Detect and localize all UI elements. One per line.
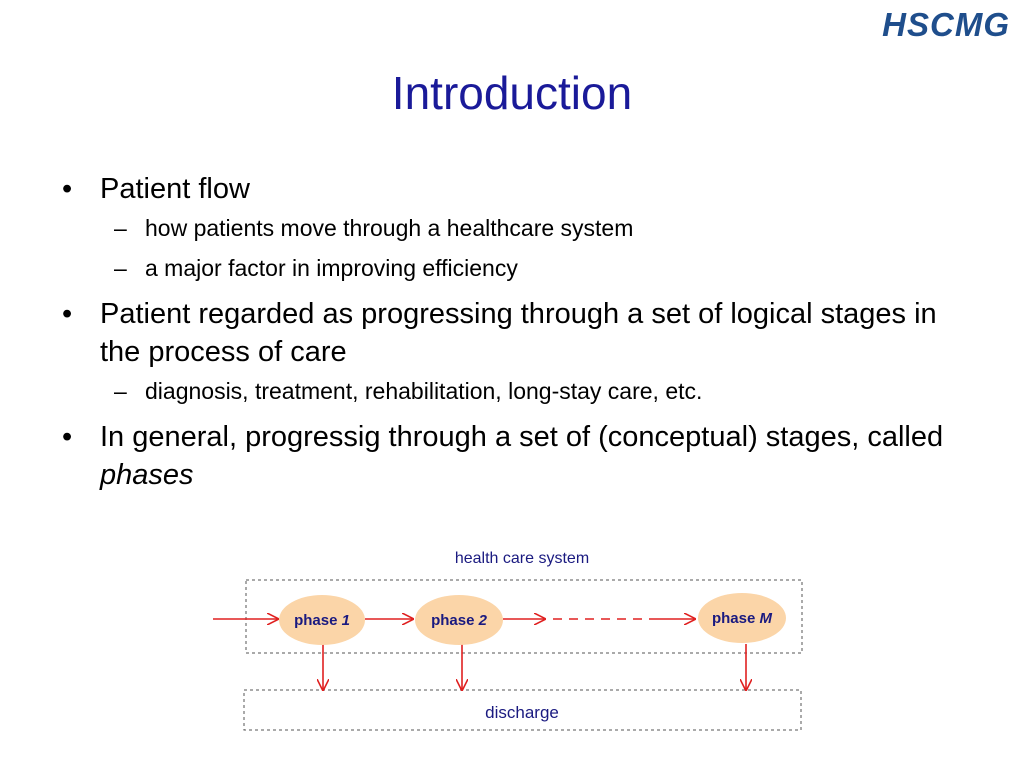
system-label: health care system — [455, 550, 589, 567]
sub-bullet-text: diagnosis, treatment, rehabilitation, lo… — [145, 378, 703, 404]
hscmg-logo: HSCMG — [882, 6, 1010, 43]
phase-node-1-label: phase 1 — [294, 612, 350, 629]
sub-bullet-dash: – — [114, 378, 127, 404]
bullet-patient-flow: • Patient flow — [0, 170, 1024, 208]
bullet-dot: • — [62, 298, 73, 330]
system-box — [245, 579, 803, 654]
bullet-italic-term: phases — [100, 459, 194, 491]
bullet-list: • Patient flow – how patients move throu… — [0, 170, 1024, 494]
phase-node-2-label: phase 2 — [431, 612, 488, 629]
discharge-box — [243, 689, 802, 731]
sub-bullet: – diagnosis, treatment, rehabilitation, … — [0, 371, 1024, 411]
phase-node-2 — [415, 595, 503, 645]
sub-bullet: – a major factor in improving efficiency — [0, 248, 1024, 288]
sub-bullet-dash: – — [114, 255, 127, 281]
sub-bullet-text: a major factor in improving efficiency — [145, 255, 518, 281]
sub-bullet-dash: – — [114, 215, 127, 241]
discharge-label: discharge — [485, 703, 559, 722]
bullet-dot: • — [62, 421, 73, 453]
phase-node-1 — [279, 595, 365, 645]
bullet-text: Patient regarded as progressing through … — [100, 298, 937, 368]
bullet-text: In general, progressig through a set of … — [100, 421, 944, 453]
sub-bullet: – how patients move through a healthcare… — [0, 208, 1024, 248]
phase-node-M — [698, 593, 786, 643]
bullet-dot: • — [62, 173, 73, 205]
bullet-phases: • In general, progressig through a set o… — [0, 418, 1024, 494]
sub-bullet-text: how patients move through a healthcare s… — [145, 215, 634, 241]
phase-node-M-label: phase M — [712, 610, 773, 627]
bullet-logical-stages: • Patient regarded as progressing throug… — [0, 295, 1024, 371]
slide-title: Introduction — [391, 67, 633, 119]
bullet-text: Patient flow — [100, 173, 250, 205]
